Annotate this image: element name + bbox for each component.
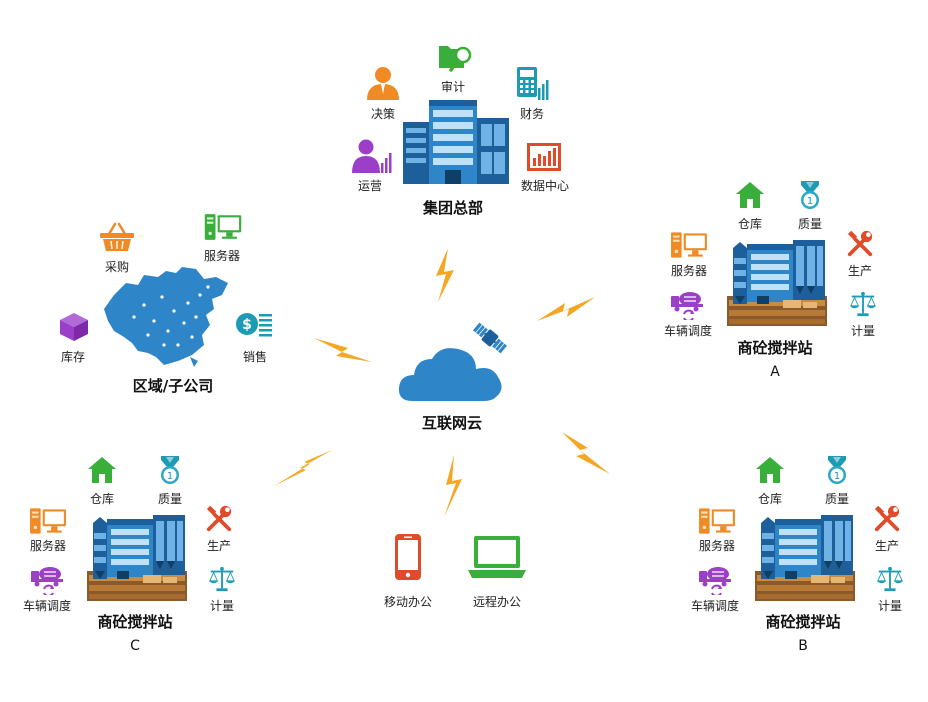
production-tools-icon [873,505,901,533]
hq-building-icon [403,100,509,184]
quality-medal-icon [822,455,852,485]
station-production-label: 生产 [847,264,872,278]
data-center-chart-icon [527,143,561,171]
station-dispatch-label: 车辆调度 [663,324,712,338]
station-server-label: 服务器 [698,539,735,553]
server-icon [29,506,67,536]
satellite-icon [472,322,508,354]
lightning-bolt-icon [314,338,372,362]
station-server-label: 服务器 [29,539,66,553]
laptop-icon [468,536,526,578]
station-production-label: 生产 [206,539,231,553]
station-quality-label: 质量 [824,492,849,506]
station-dispatch-label: 车辆调度 [690,599,739,613]
station-letter: A [770,364,780,380]
metering-scale-icon [208,565,236,593]
lightning-bolt-icon [562,432,610,474]
station-metering-label: 计量 [850,324,875,338]
lightning-bolt-icon [274,450,332,486]
station-title: 商砼搅拌站 [765,613,841,631]
station-server-label: 服务器 [670,264,707,278]
decision-person-icon [367,67,399,100]
quality-medal-icon [155,455,185,485]
hq-decision-label: 决策 [370,107,395,121]
station-quality-label: 质量 [157,492,182,506]
dispatch-truck-icon [29,565,67,595]
region-server-icon [203,212,243,242]
station-warehouse-label: 仓库 [737,217,762,231]
region-inventory-label: 库存 [60,350,85,364]
station-metering-label: 计量 [209,599,234,613]
china-map-icon [104,267,228,367]
svg-text:$: $ [242,317,252,333]
station-warehouse-label: 仓库 [89,492,114,506]
production-tools-icon [846,230,874,258]
warehouse-house-icon [735,180,765,210]
station-title: 商砼搅拌站 [97,613,173,631]
hq-audit-label: 审计 [440,80,465,94]
station-title: 商砼搅拌站 [737,339,813,357]
hq-operation-label: 运营 [357,179,382,193]
cloud-icon [398,348,502,401]
sales-coin-icon: $ [236,313,272,337]
cloud-title: 互联网云 [421,414,482,432]
hq-finance-label: 财务 [519,107,544,121]
station-warehouse-label: 仓库 [757,492,782,506]
station-quality-label: 质量 [797,217,822,231]
station-dispatch-label: 车辆调度 [22,599,71,613]
region-sales-label: 销售 [242,350,267,364]
region-purchase-label: 采购 [104,260,129,274]
mixing-station-building-icon [87,513,187,601]
station-production-label: 生产 [874,539,899,553]
hq-title: 集团总部 [422,199,483,217]
remote-office-label: 远程办公 [472,595,521,609]
lightning-bolt-icon [436,248,454,302]
mobile-phone-icon [395,534,421,580]
server-icon [698,506,736,536]
metering-scale-icon [876,565,904,593]
station-letter: C [130,638,140,654]
audit-icon [439,46,472,72]
purchase-basket-icon [100,222,134,251]
dispatch-truck-icon [669,290,707,320]
production-tools-icon [205,505,233,533]
operation-person-icon [352,139,392,173]
lightning-bolt-icon [444,455,462,517]
station-metering-label: 计量 [877,599,902,613]
region-server-label: 服务器 [203,249,240,263]
mixing-station-building-icon [727,238,827,326]
mixing-station-building-icon [755,513,855,601]
warehouse-house-icon [87,455,117,485]
lightning-bolt-icon [537,297,595,321]
hq-data-center-label: 数据中心 [520,179,569,193]
mobile-office-label: 移动办公 [383,595,432,609]
quality-medal-icon [795,180,825,210]
dispatch-truck-icon [697,565,735,595]
server-icon [670,230,708,260]
metering-scale-icon [849,290,877,318]
region-title: 区域/子公司 [132,377,214,395]
finance-calculator-icon [517,67,549,100]
warehouse-house-icon [755,455,785,485]
inventory-cube-icon [60,313,88,341]
station-letter: B [798,638,808,654]
